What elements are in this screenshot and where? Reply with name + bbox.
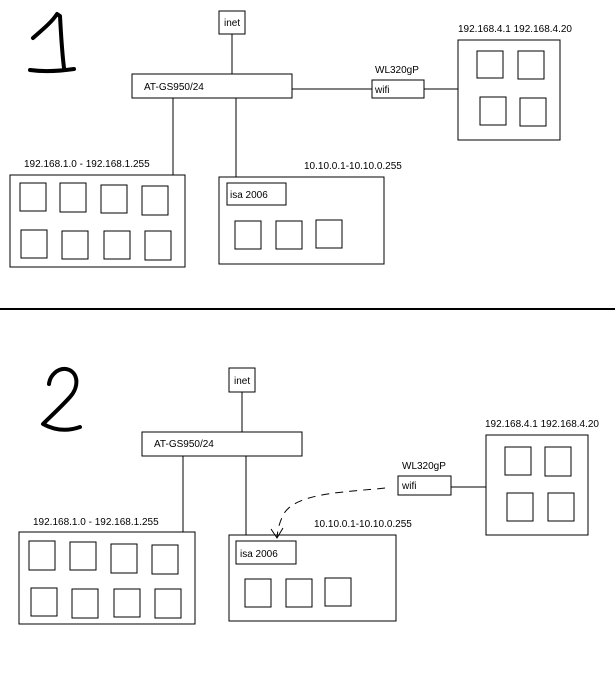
computer [59,182,87,213]
computer [506,492,534,522]
computer [504,446,532,476]
computer [234,220,262,250]
computer [144,230,172,261]
diagram-2 [18,366,589,625]
computer [69,541,97,571]
computer [19,182,47,212]
dmz-network-box [228,534,397,622]
dmz-network-box [218,176,385,265]
wifi-box [397,475,452,496]
isa-server-box [226,182,287,206]
computer [103,230,131,260]
computer [113,588,141,618]
computer [275,220,303,250]
computer [547,492,575,522]
inet-box [228,367,256,393]
computer [71,588,99,619]
remote-range-label: 192.168.4.1 192.168.4.20 [485,419,599,430]
switch-box [131,73,293,99]
computer [141,185,169,216]
wifi-label: wifi [401,481,416,492]
computer [519,97,547,127]
remote-network-box [485,434,589,536]
wifi-box [371,79,425,99]
computer [476,50,504,79]
remote-network-box [457,39,561,141]
computer [20,229,48,259]
ap-model-label: WL320gP [402,461,446,472]
computer [154,588,182,619]
diagram-2-number-glyph [41,366,82,432]
computer [315,219,343,249]
dmz-range-label: 10.10.0.1-10.10.0.255 [304,161,402,172]
wireless-link-arrowhead [270,527,284,539]
computer [244,578,272,608]
isa-server-box [235,540,297,565]
lan-range-label: 192.168.1.0 - 192.168.1.255 [24,159,150,170]
lan-network-box [9,174,186,268]
wifi-label: wifi [374,85,389,96]
computer [517,50,545,80]
diagram-1-number-glyph [28,12,76,74]
computer [324,577,352,607]
computer [479,96,507,126]
computer [285,578,313,608]
inet-box [218,10,246,35]
computer [30,587,58,617]
computer [100,184,128,214]
inet-label: inet [224,18,240,29]
dmz-range-label: 10.10.0.1-10.10.0.255 [314,519,412,530]
computer [61,230,89,260]
computer [110,543,138,574]
ap-model-label: WL320gP [375,65,419,76]
inet-label: inet [234,376,250,387]
diagram-1 [9,10,561,268]
isa-label: isa 2006 [240,549,278,560]
switch-box [141,431,303,457]
diagram-2-labels: inet AT-GS950/24 WL320gP wifi 192.168.4.… [33,376,599,560]
switch-label: AT-GS950/24 [154,439,214,450]
diagram-1-labels: inet AT-GS950/24 WL320gP wifi 192.168.4.… [24,18,572,201]
computer [151,544,179,575]
computer [544,446,572,477]
remote-range-label: 192.168.4.1 192.168.4.20 [458,24,572,35]
wireless-link-dashed [276,487,386,538]
isa-label: isa 2006 [230,190,268,201]
computer [28,540,56,571]
lan-range-label: 192.168.1.0 - 192.168.1.255 [33,517,159,528]
switch-label: AT-GS950/24 [144,82,204,93]
lan-network-box [18,531,196,625]
